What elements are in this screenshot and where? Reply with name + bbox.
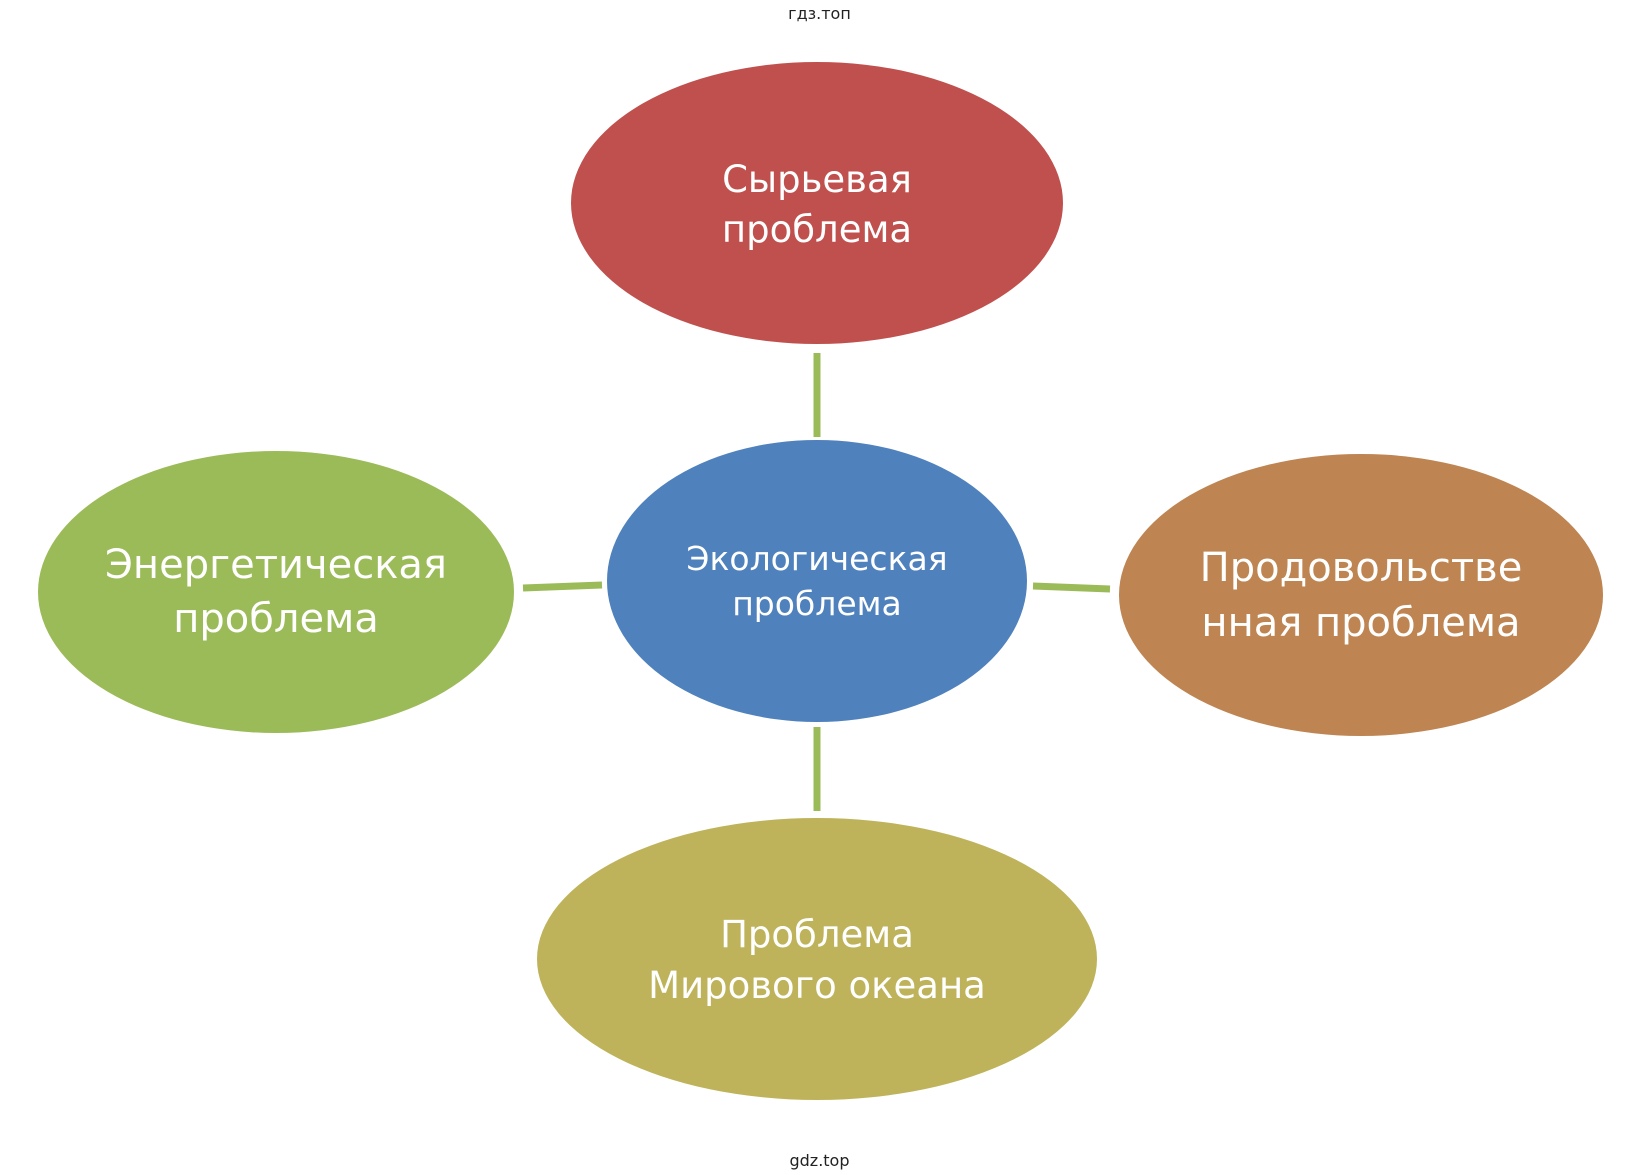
node-bottom-line1: Проблема [720,913,914,956]
node-bottom-line2: Мирового океана [648,964,986,1007]
node-top: Сырьевая проблема [571,62,1063,344]
connector-left [522,581,603,592]
node-left-line1: Энергетическая [105,542,447,588]
node-center: Экологическая проблема [607,440,1027,722]
node-left: Энергетическая проблема [38,451,514,733]
node-center-line2: проблема [732,584,902,623]
node-top-line2: проблема [722,208,912,251]
node-left-line2: проблема [173,596,379,642]
node-left-ellipse [38,451,514,733]
node-right: Продовольстве нная проблема [1119,454,1603,736]
node-top-line1: Сырьевая [722,158,912,201]
watermark-bottom: gdz.top [789,1151,850,1170]
watermark-top: гдз.топ [788,4,851,23]
node-right-line1: Продовольстве [1200,545,1523,591]
connector-right [1032,582,1111,593]
node-center-ellipse [607,440,1027,722]
node-bottom-ellipse [537,818,1097,1100]
node-right-ellipse [1119,454,1603,736]
node-top-ellipse [571,62,1063,344]
node-center-line1: Экологическая [686,539,947,578]
node-right-line2: нная проблема [1201,600,1520,646]
connectors [522,353,1111,811]
